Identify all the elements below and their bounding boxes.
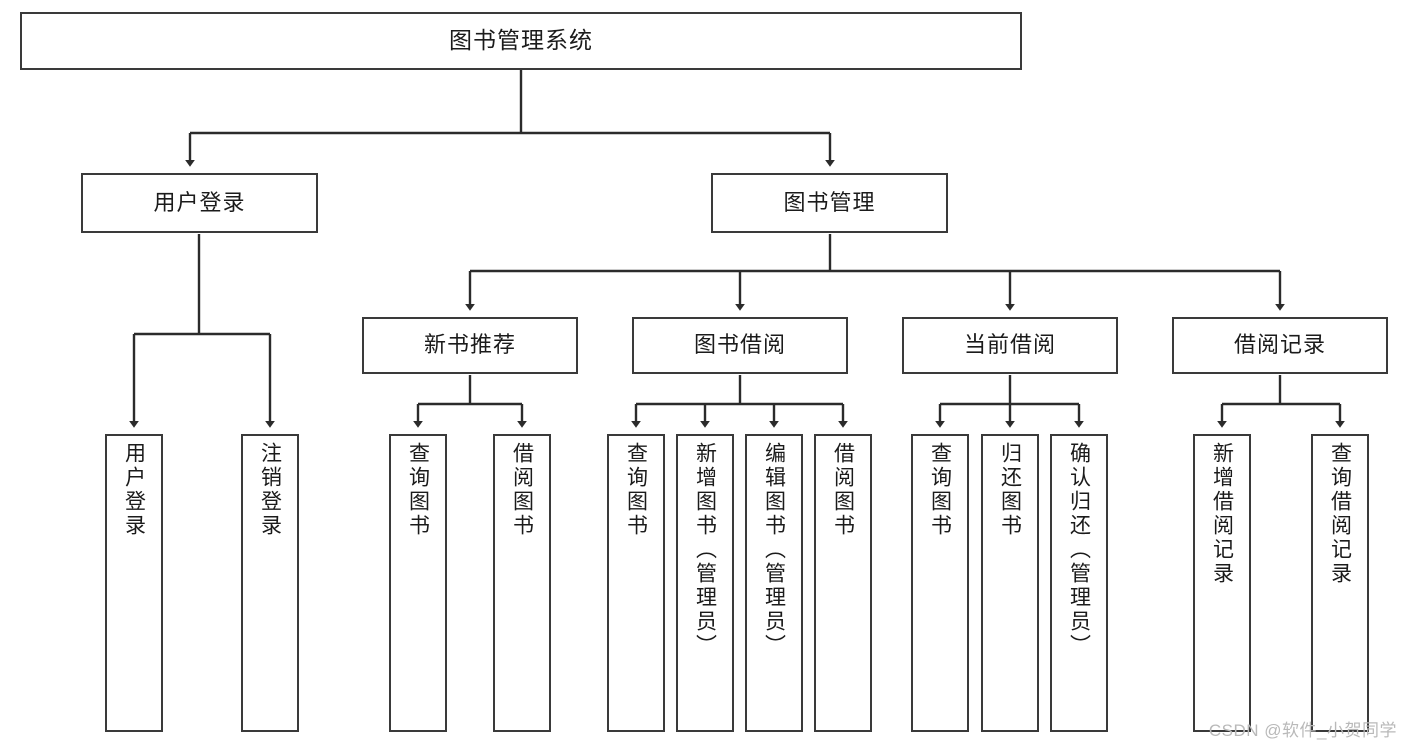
leaf-return-book[interactable]: 归还图书 <box>981 434 1039 732</box>
leaf-query-borrow-record[interactable]: 查询借阅记录 <box>1311 434 1369 732</box>
node-label: 查询图书 <box>624 442 648 538</box>
node-label: 确认归还（管理员） <box>1067 442 1091 658</box>
node-borrow-records[interactable]: 借阅记录 <box>1172 317 1388 374</box>
leaf-edit-book-admin[interactable]: 编辑图书（管理员） <box>745 434 803 732</box>
leaf-query-book-recommend[interactable]: 查询图书 <box>389 434 447 732</box>
node-label: 查询图书 <box>928 442 952 538</box>
leaf-logout[interactable]: 注销登录 <box>241 434 299 732</box>
node-label: 图书管理 <box>783 189 876 215</box>
node-label: 借阅图书 <box>831 442 855 538</box>
node-label: 编辑图书（管理员） <box>762 442 786 658</box>
leaf-query-book-borrow[interactable]: 查询图书 <box>607 434 665 732</box>
node-new-book-recommend[interactable]: 新书推荐 <box>362 317 578 374</box>
node-label: 用户登录 <box>122 442 146 538</box>
node-label: 用户登录 <box>153 189 246 215</box>
node-current-borrow[interactable]: 当前借阅 <box>902 317 1118 374</box>
node-label: 注销登录 <box>258 442 282 538</box>
node-label: 图书借阅 <box>693 332 786 358</box>
node-book-management[interactable]: 图书管理 <box>711 173 948 233</box>
leaf-user-login[interactable]: 用户登录 <box>105 434 163 732</box>
node-root-system[interactable]: 图书管理系统 <box>20 12 1022 70</box>
node-label: 新增借阅记录 <box>1210 442 1234 586</box>
node-label: 借阅记录 <box>1233 332 1326 358</box>
watermark-text: CSDN @软件_小贺同学 <box>1208 721 1397 740</box>
node-label: 图书管理系统 <box>449 27 593 54</box>
node-label: 查询借阅记录 <box>1328 442 1352 586</box>
node-label: 借阅图书 <box>510 442 534 538</box>
leaf-add-book-admin[interactable]: 新增图书（管理员） <box>676 434 734 732</box>
leaf-confirm-return-admin[interactable]: 确认归还（管理员） <box>1050 434 1108 732</box>
leaf-borrow-book[interactable]: 借阅图书 <box>814 434 872 732</box>
node-label: 查询图书 <box>406 442 430 538</box>
node-label: 当前借阅 <box>963 332 1056 358</box>
node-label: 归还图书 <box>998 442 1022 538</box>
node-label: 新增图书（管理员） <box>693 442 717 658</box>
node-book-borrow[interactable]: 图书借阅 <box>632 317 848 374</box>
leaf-add-borrow-record[interactable]: 新增借阅记录 <box>1193 434 1251 732</box>
node-label: 新书推荐 <box>423 332 516 358</box>
leaf-borrow-book-recommend[interactable]: 借阅图书 <box>493 434 551 732</box>
node-user-login[interactable]: 用户登录 <box>81 173 318 233</box>
leaf-query-book-current[interactable]: 查询图书 <box>911 434 969 732</box>
